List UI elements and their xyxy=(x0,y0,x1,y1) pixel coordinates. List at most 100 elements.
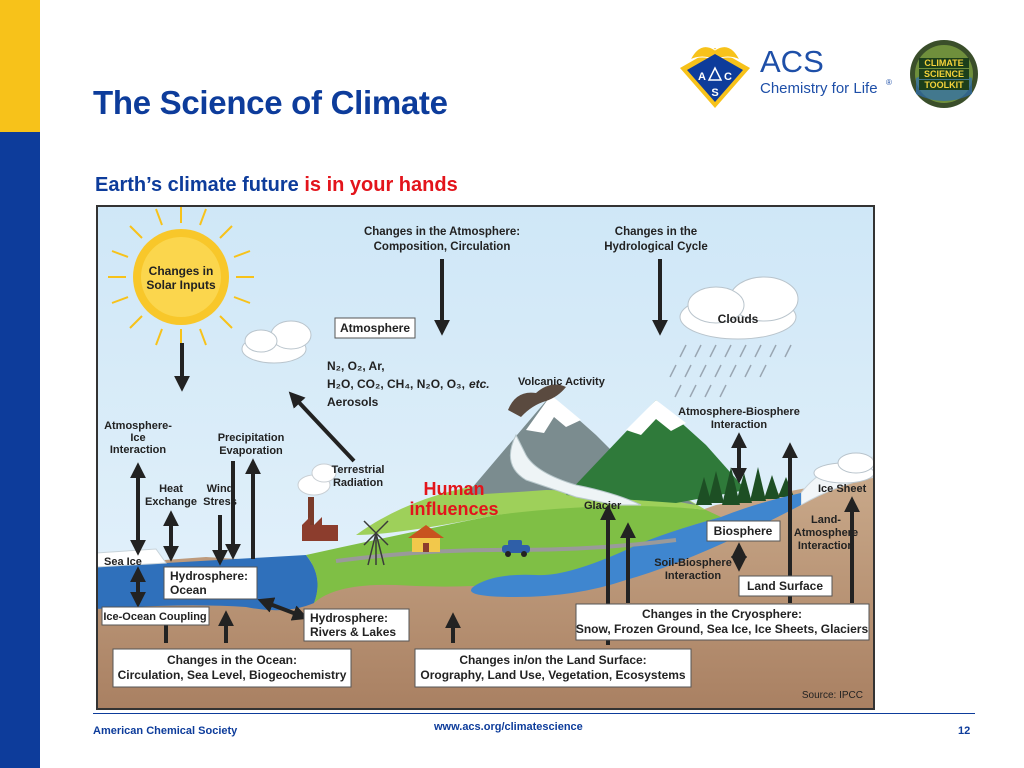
hydro-ocean-box xyxy=(163,566,258,600)
land-changes-box xyxy=(414,648,692,688)
river xyxy=(471,493,801,597)
factory-smoke-icon xyxy=(297,463,337,496)
label-terrestrial-line1: Terrestrial xyxy=(332,464,385,476)
acs-beaker-icon xyxy=(707,66,723,81)
label-ocean-changes-line2: Circulation, Sea Level, Biogeochemistry xyxy=(118,668,347,682)
label-evaporation: Evaporation xyxy=(219,445,283,457)
windmill-icon xyxy=(363,520,389,566)
label-hydro-rivers-line2: Rivers & Lakes xyxy=(310,625,396,639)
climate-system-diagram: Changes in Solar Inputs Clouds xyxy=(96,205,875,710)
acs-emblem-letter-a: A xyxy=(698,71,706,83)
page-number: 12 xyxy=(958,725,971,737)
toolkit-word-2: SCIENCE xyxy=(924,69,964,79)
label-atm-changes-line2: Composition, Circulation xyxy=(374,241,511,253)
label-ice-ocean: Ice-Ocean Coupling xyxy=(103,611,206,623)
label-stress: Stress xyxy=(203,496,237,508)
label-atm-bio-line2: Interaction xyxy=(711,419,768,431)
forest-trees xyxy=(696,467,794,505)
land-surface-box xyxy=(738,575,833,597)
acs-emblem-inner xyxy=(687,54,743,102)
label-aerosols: Aerosols xyxy=(327,395,379,409)
label-atm-changes-line1: Changes in the Atmosphere: xyxy=(364,226,520,238)
label-cryo-line2: Snow, Frozen Ground, Sea Ice, Ice Sheets… xyxy=(576,622,869,636)
label-ice-sheet: Ice Sheet xyxy=(818,483,867,495)
ocean-changes-box xyxy=(112,648,352,688)
label-atm-bio-line1: Atmosphere-Biosphere xyxy=(678,406,800,418)
slide-subtitle: Earth’s climate future is in your hands xyxy=(95,174,458,197)
cloud-small-icon xyxy=(241,320,312,364)
arrow-terrestrial-radiation xyxy=(288,391,356,463)
label-gases-line2: H₂O, CO₂, CH₄, N₂O, O₃, etc. xyxy=(327,377,490,391)
acs-wordmark: ACS xyxy=(760,44,824,79)
volcano-snowcap xyxy=(526,395,581,433)
label-atm-ice-line3: Interaction xyxy=(110,444,167,456)
toolkit-word-3: TOOLKIT xyxy=(924,80,964,90)
label-land-atm-line2: Atmosphere xyxy=(794,527,858,539)
acs-emblem-letter-c: C xyxy=(724,71,732,83)
gases-etc: etc. xyxy=(469,377,490,391)
label-clouds: Clouds xyxy=(718,312,759,326)
house-icon xyxy=(408,525,444,552)
acs-eagle-icon xyxy=(688,46,742,62)
label-hydro-ocean-line2: Ocean xyxy=(170,583,207,597)
footer-url: www.acs.org/climatescience xyxy=(434,721,583,733)
gold-accent-block xyxy=(0,0,40,132)
footer-organization: American Chemical Society xyxy=(93,725,238,737)
label-terrestrial-line2: Radiation xyxy=(333,477,383,489)
label-atm-ice-line1: Atmosphere- xyxy=(104,420,172,432)
climate-toolkit-logo: CLIMATE SCIENCE TOOLKIT xyxy=(910,40,978,108)
hydro-rivers-box xyxy=(303,608,410,642)
label-hydro-ocean-line1: Hydrosphere: xyxy=(170,569,248,583)
atmosphere-box xyxy=(334,317,416,339)
label-solar-line1: Changes in xyxy=(149,264,214,278)
label-solar-line2: Solar Inputs xyxy=(146,278,216,292)
label-precipitation: Precipitation xyxy=(218,432,285,444)
label-ocean-changes-line1: Changes in the Ocean: xyxy=(167,653,297,667)
green-mountain xyxy=(566,400,746,503)
acs-emblem-letter-s: S xyxy=(711,87,718,99)
mountain-snowcap xyxy=(626,400,686,435)
acs-tagline: Chemistry for Life xyxy=(760,80,878,97)
label-hydro-changes-line1: Changes in the xyxy=(615,226,697,238)
gases-formula: H₂O, CO₂, CH₄, N₂O, O₃, xyxy=(327,377,465,391)
ice-ocean-box xyxy=(101,606,210,626)
label-land-changes-line2: Orography, Land Use, Vegetation, Ecosyst… xyxy=(420,668,686,682)
glacier-ice xyxy=(509,433,642,506)
subtitle-lead: Earth’s climate future xyxy=(95,174,305,196)
label-biosphere: Biosphere xyxy=(714,524,773,538)
biosphere-box xyxy=(706,520,781,542)
toolkit-word-1: CLIMATE xyxy=(924,58,963,68)
label-land-atm-line1: Land- xyxy=(811,514,841,526)
label-human-line1: Human xyxy=(423,479,484,499)
cryosphere-box xyxy=(575,603,870,641)
label-human-line2: influences xyxy=(409,499,498,519)
label-heat: Heat xyxy=(159,483,183,495)
sun-icon xyxy=(108,205,254,347)
acs-logo: A C S ACS Chemistry for Life ® xyxy=(680,44,892,108)
label-sea-ice: Sea Ice xyxy=(104,556,142,568)
label-source: Source: IPCC xyxy=(802,690,863,701)
label-soil-bio-line2: Interaction xyxy=(665,570,722,582)
volcano-smoke xyxy=(508,384,566,417)
label-hydro-changes-line2: Hydrological Cycle xyxy=(604,241,708,253)
subtitle-emphasis: is in your hands xyxy=(304,174,458,196)
car-icon xyxy=(502,540,530,557)
label-atmosphere: Atmosphere xyxy=(340,321,410,335)
label-volcanic-activity: Volcanic Activity xyxy=(518,376,606,388)
arrow-ocean-rivers xyxy=(257,597,309,621)
label-land-surface: Land Surface xyxy=(747,579,823,593)
label-wind: Wind xyxy=(207,483,234,495)
diagram-frame xyxy=(96,205,875,710)
label-gases-line1: N₂, O₂, Ar, xyxy=(327,359,385,373)
process-arrows xyxy=(130,259,860,645)
cloud-icesheet-icon xyxy=(813,452,875,484)
label-glacier: Glacier xyxy=(584,500,622,512)
footer-divider xyxy=(93,713,975,714)
label-cryo-line1: Changes in the Cryosphere: xyxy=(642,607,802,621)
label-exchange: Exchange xyxy=(145,496,197,508)
label-atm-ice-line2: Ice xyxy=(130,432,145,444)
cloud-right-icon xyxy=(679,276,799,340)
slide-title: The Science of Climate xyxy=(93,84,448,121)
left-accent-bar xyxy=(0,0,40,768)
label-soil-bio-line1: Soil-Biosphere xyxy=(654,557,732,569)
